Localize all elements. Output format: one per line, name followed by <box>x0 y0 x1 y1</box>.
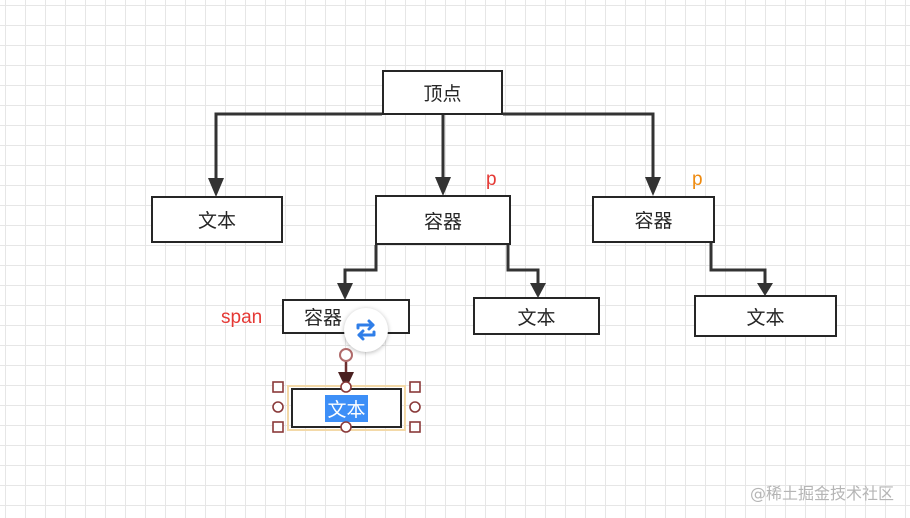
arrowhead-text-mid <box>530 283 546 298</box>
container-node-span-label: 容器 <box>303 307 342 329</box>
container-node-mid[interactable]: 容器 <box>375 195 511 245</box>
container-node-mid-label: 容器 <box>423 210 462 233</box>
edge-container-right-to-text-right <box>709 243 767 288</box>
text-node-selected-label: 文本 <box>325 394 368 422</box>
edge-root-to-text-left <box>214 112 382 182</box>
tag-span: span <box>221 307 263 328</box>
arrowhead-container-mid <box>435 177 451 196</box>
arrowhead-selected <box>338 372 354 389</box>
text-node-mid[interactable]: 文本 <box>473 297 600 335</box>
edge-container-mid-to-text-mid <box>506 245 540 288</box>
container-node-right[interactable]: 容器 <box>592 196 715 243</box>
text-node-right-label: 文本 <box>746 306 785 329</box>
connector-start-handle <box>339 348 353 362</box>
tag-p-mid: p <box>486 169 497 190</box>
tag-p-right: p <box>692 169 703 190</box>
selection-frame <box>287 385 406 431</box>
arrowhead-text-right <box>757 283 773 296</box>
watermark: @稀土掘金技术社区 <box>749 484 894 503</box>
arrowhead-container-right <box>645 177 661 196</box>
edge-root-to-container-right <box>503 112 655 182</box>
rotate-button[interactable] <box>344 308 388 352</box>
text-node-mid-label: 文本 <box>517 306 556 329</box>
root-node-label: 顶点 <box>423 83 462 105</box>
arrowhead-text-left <box>208 178 224 197</box>
text-node-left-label: 文本 <box>197 210 236 232</box>
root-node[interactable]: 顶点 <box>382 70 503 115</box>
edge-container-mid-to-span <box>343 245 378 288</box>
rotate-icon <box>356 319 376 341</box>
arrowhead-span <box>337 283 353 300</box>
text-node-right[interactable]: 文本 <box>694 295 837 337</box>
container-node-right-label: 容器 <box>634 210 673 232</box>
text-node-left[interactable]: 文本 <box>151 196 283 243</box>
